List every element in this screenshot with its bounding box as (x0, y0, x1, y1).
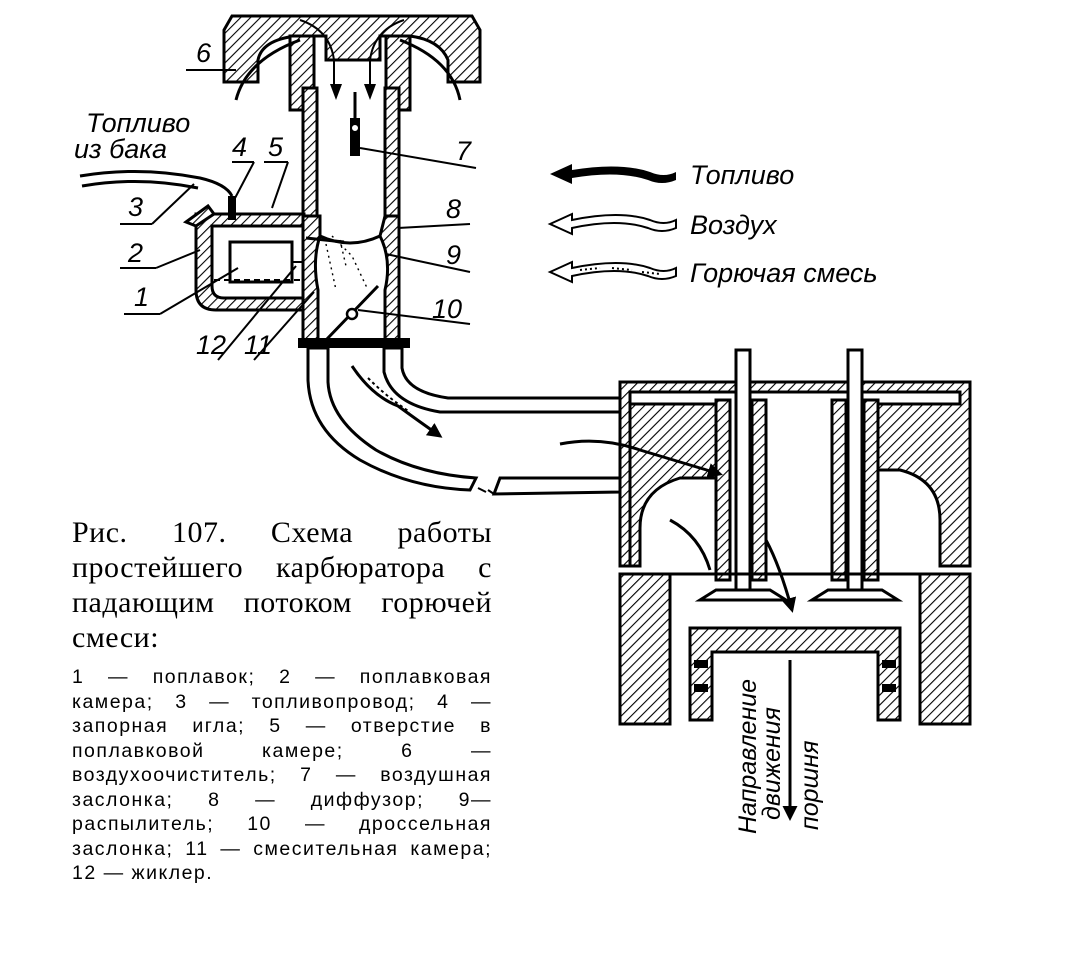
part-label-3: 3 (128, 192, 143, 222)
legend-fuel-icon (550, 164, 676, 184)
exhaust-valve (846, 348, 864, 602)
caption-body: 1 — поплавок; 2 — поплавковая камера; 3 … (72, 666, 492, 884)
mixing-chamber (298, 214, 410, 348)
legend-fuel-label: Топливо (690, 160, 794, 190)
part-label-6: 6 (196, 38, 212, 68)
figure-caption: Рис. 107. Схема работы простейшего карбю… (72, 515, 492, 886)
legend-mixture-label: Горючая смесь (690, 258, 878, 288)
caption-title: Рис. 107. Схема работы простейшего карбю… (72, 516, 492, 654)
part-label-1: 1 (134, 282, 149, 312)
choke-valve (350, 118, 360, 156)
engine-cylinder (559, 348, 972, 821)
intake-manifold (306, 346, 622, 496)
part-label-7: 7 (456, 136, 472, 166)
part-label-9: 9 (446, 240, 461, 270)
legend: Топливо Воздух Горючая смесь (547, 160, 878, 288)
needle-valve (228, 196, 236, 220)
fuel-source-line-2: из бака (74, 134, 167, 164)
intake-valve (734, 348, 752, 602)
piston-direction-line-1: Направление (734, 679, 762, 834)
air-cleaner (222, 14, 482, 112)
float (228, 240, 294, 284)
part-labels: 6 7 8 9 10 4 5 3 2 1 12 11 (120, 38, 477, 361)
part-label-2: 2 (127, 238, 143, 268)
part-label-5: 5 (268, 132, 284, 162)
part-label-8: 8 (446, 194, 461, 224)
legend-mixture-icon (547, 260, 677, 284)
legend-air-label: Воздух (690, 210, 778, 240)
fuel-source-line-1: Топливо (86, 108, 190, 138)
piston (688, 626, 902, 722)
piston-direction-line-2: движения (758, 707, 786, 820)
legend-air-icon (547, 212, 677, 236)
fuel-source-label: Топливо из бака (74, 108, 190, 164)
part-label-4: 4 (232, 132, 247, 162)
piston-direction-label: Направление движения поршня (734, 679, 824, 834)
float-chamber (79, 169, 312, 312)
piston-direction-line-3: поршня (796, 741, 824, 830)
